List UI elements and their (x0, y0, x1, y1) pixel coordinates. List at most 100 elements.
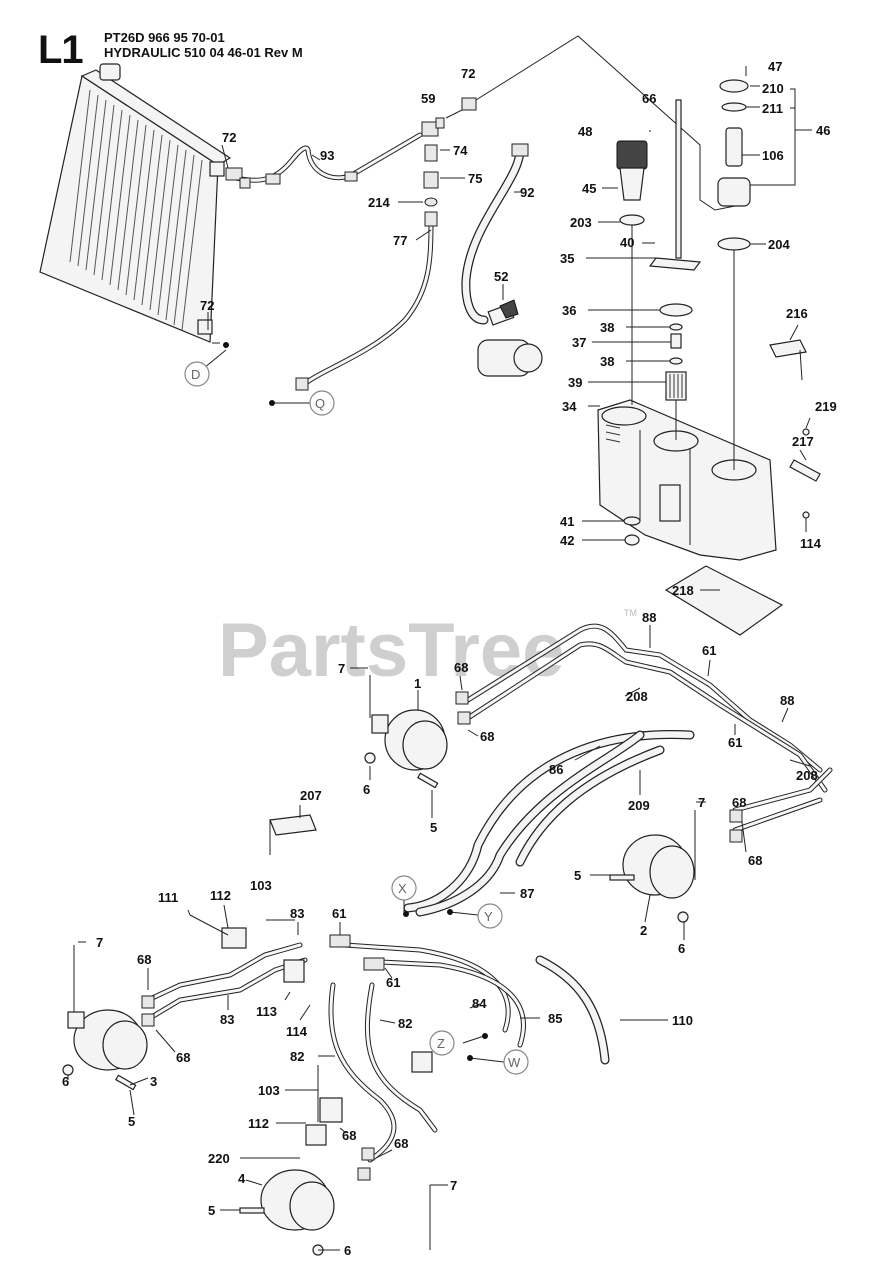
callout-label: 208 (796, 768, 818, 783)
callout-label: 5 (208, 1203, 215, 1218)
callout-label: 103 (258, 1083, 280, 1098)
clamp-103-upper (189, 914, 305, 983)
callout-label: 68 (342, 1128, 356, 1143)
hose-92 (461, 143, 529, 325)
callout-label: 4 (238, 1171, 246, 1186)
callout-label: 219 (815, 399, 837, 414)
callout-label: 74 (453, 143, 468, 158)
tank-34 (597, 399, 777, 561)
callout-label: 61 (332, 906, 346, 921)
callout-label: 82 (290, 1049, 304, 1064)
model-number: PT26D 966 95 70-01 (104, 30, 225, 45)
callout-label: 34 (562, 399, 577, 414)
leader-lines (67, 85, 812, 1251)
callout-label: 2 (640, 923, 647, 938)
callout-label: 83 (290, 906, 304, 921)
callout-label: 39 (568, 375, 582, 390)
callout-label: 72 (200, 298, 214, 313)
callout-label: 38 (600, 320, 614, 335)
watermark: PartsTree (218, 608, 564, 693)
callout-label: 83 (220, 1012, 234, 1027)
bracket-216 (769, 339, 807, 381)
callout-label: 68 (394, 1136, 408, 1151)
callout-label: 84 (472, 996, 487, 1011)
callout-label: 68 (480, 729, 494, 744)
hoses-83 (145, 942, 308, 1021)
callout-label: 48 (578, 124, 592, 139)
callout-label: 61 (728, 735, 742, 750)
callout-label: 68 (454, 660, 468, 675)
tee-fitting-59 (421, 97, 477, 137)
callout-label: 7 (96, 935, 103, 950)
callout-label: 7 (450, 1178, 457, 1193)
callout-label: 41 (560, 514, 574, 529)
page-code: L1 (38, 28, 84, 72)
wheel-motor-1 (364, 675, 471, 789)
callout-label: 209 (628, 798, 650, 813)
callout-label: 61 (386, 975, 400, 990)
connector-label: Q (315, 396, 325, 411)
callout-label: 208 (626, 689, 648, 704)
callout-label: 111 (158, 890, 178, 905)
callout-label: 112 (210, 888, 231, 903)
callout-label: 110 (672, 1013, 693, 1028)
hoses-84-85 (342, 942, 526, 1048)
connector-label: Z (437, 1036, 445, 1051)
callout-label: 87 (520, 886, 534, 901)
callout-label: 46 (816, 123, 830, 138)
callout-label: 42 (560, 533, 574, 548)
callout-label: 68 (137, 952, 151, 967)
callout-label: 220 (208, 1151, 230, 1166)
routing-line (475, 35, 741, 211)
callout-label: 204 (768, 237, 790, 252)
tees-61-lower (329, 934, 385, 971)
callout-label: 6 (62, 1074, 69, 1089)
mat-218 (664, 565, 784, 636)
hoses-82 (328, 982, 438, 1163)
hose-110 (535, 955, 610, 1065)
callout-label: 68 (732, 795, 746, 810)
callout-label: 66 (642, 91, 656, 106)
callout-label: 6 (344, 1243, 351, 1258)
callout-label: 75 (468, 171, 482, 186)
callout-label: 112 (248, 1116, 269, 1131)
oil-cooler (39, 63, 232, 343)
callout-label: 114 (286, 1024, 308, 1039)
callout-label: 68 (176, 1050, 190, 1065)
connector-label: X (398, 881, 407, 896)
callout-label: 38 (600, 354, 614, 369)
callout-label: 214 (368, 195, 390, 210)
callout-label: 59 (421, 91, 435, 106)
callout-label: 106 (762, 148, 784, 163)
hose-93 (225, 132, 423, 189)
callout-label: 85 (548, 1011, 562, 1026)
callout-label: 7 (698, 795, 705, 810)
callout-label: 47 (768, 59, 782, 74)
callout-label: 1 (414, 676, 421, 691)
filter-stack-35-39 (623, 99, 702, 546)
callout-label: 37 (572, 335, 586, 350)
callout-label: 93 (320, 148, 334, 163)
filler-cap-45 (616, 130, 651, 405)
callout-label: 3 (150, 1074, 157, 1089)
callout-label: 5 (430, 820, 437, 835)
hoses-88-208 (465, 623, 833, 833)
callout-label: 72 (461, 66, 475, 81)
callout-labels: 72 59 72 93 74 75 214 77 92 52 66 48 45 … (62, 59, 837, 1258)
callout-label: 40 (620, 235, 634, 250)
callout-label: 88 (642, 610, 656, 625)
bracket-207 (269, 814, 317, 855)
connector-label: Y (484, 909, 493, 924)
callout-label: 61 (702, 643, 716, 658)
callout-label: 7 (338, 661, 345, 676)
callout-label: 68 (748, 853, 762, 868)
watermark-tm: TM (624, 608, 637, 618)
hose-77 (295, 211, 438, 391)
callout-label: 203 (570, 215, 592, 230)
callout-label: 207 (300, 788, 322, 803)
callout-label: 88 (780, 693, 794, 708)
hoses-86-209 (403, 729, 695, 917)
callout-label: 77 (393, 233, 407, 248)
callout-label: 6 (678, 941, 685, 956)
